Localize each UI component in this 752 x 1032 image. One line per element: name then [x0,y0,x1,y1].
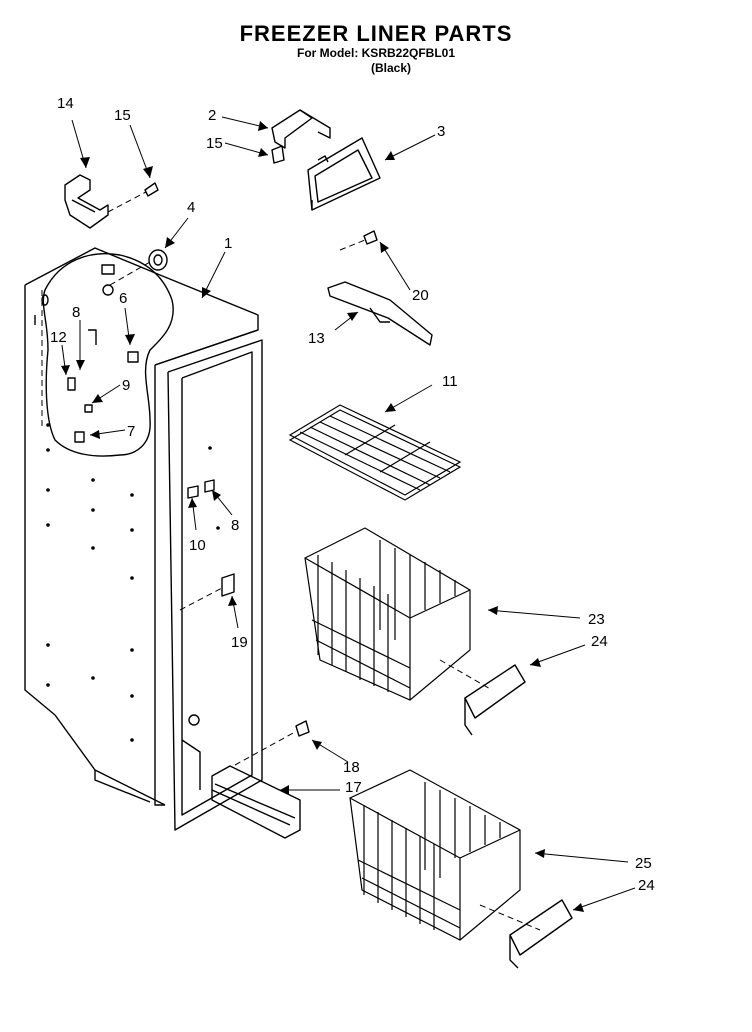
callout-25: 25 [635,855,652,872]
screw-15a [107,182,159,213]
callout-17: 17 [345,779,362,796]
callout-4: 4 [187,199,195,216]
leader-lines [61,116,636,912]
callout-24: 24 [638,877,655,894]
callout-12: 12 [50,329,67,346]
bracket-2 [271,109,331,149]
screw-15b [271,145,285,164]
callout-24: 24 [591,633,608,650]
callout-8: 8 [231,517,239,534]
callout-8: 8 [72,304,80,321]
color-line: (Black) [370,61,411,75]
model-line: For Model: KSRB22QFBL01 [296,46,455,60]
callout-18: 18 [343,759,360,776]
screw-18 [234,720,310,766]
callout-9: 9 [122,377,130,394]
wire-basket-25 [349,769,541,941]
hinge-bracket-14 [64,174,109,229]
callout-14: 14 [57,95,74,112]
freezer-liner [24,247,263,831]
basket-handle-24a [464,664,526,736]
callout-13: 13 [308,330,325,347]
callout-6: 6 [119,290,127,307]
basket-handle-24b [509,899,573,969]
shelf-bracket-13 [327,281,433,346]
callout-20: 20 [412,287,429,304]
screw-20 [339,230,378,251]
callout-1: 1 [224,235,232,252]
callout-15: 15 [206,135,223,152]
wire-shelf-11 [288,404,462,501]
callout-3: 3 [437,123,445,140]
wire-basket-23 [304,527,493,701]
page-title: FREEZER LINER PARTS [239,21,513,46]
drawer-rail-17 [211,765,301,839]
callout-2: 2 [208,107,216,124]
callout-labels: 14 15 2 15 3 4 1 6 8 12 9 7 20 13 11 8 1… [50,95,655,894]
callout-11: 11 [442,373,458,390]
callout-15: 15 [114,107,131,124]
fitting-4 [109,249,168,286]
callout-7: 7 [127,423,135,440]
callout-19: 19 [231,634,248,651]
callout-10: 10 [189,537,206,554]
callout-23: 23 [588,611,605,628]
diagram-header: FREEZER LINER PARTS For Model: KSRB22QFB… [0,22,752,76]
light-shield-3 [307,137,381,211]
